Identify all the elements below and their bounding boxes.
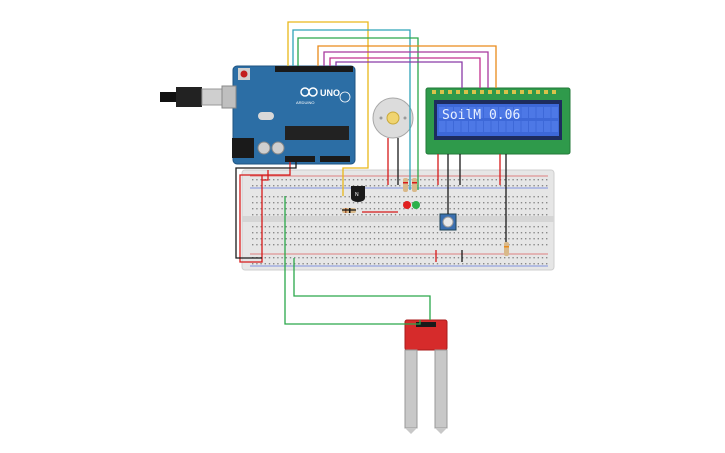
arduino-uno: UNO ARDUINO	[160, 65, 356, 165]
arduino-brand-label: ARDUINO	[296, 100, 314, 105]
potentiometer	[439, 213, 457, 231]
resistor-sensor	[504, 242, 509, 256]
arduino-model-label: UNO	[320, 88, 340, 98]
resistor-led-2	[412, 178, 417, 192]
lcd-16x2: SoilM 0.06	[425, 87, 571, 155]
wire-orange	[317, 45, 497, 88]
lcd-header-pins	[432, 90, 556, 94]
resistor-led-1	[403, 178, 408, 192]
wire-green-top	[297, 37, 419, 190]
breadboard-holes	[252, 179, 548, 265]
wire-yellow	[287, 21, 369, 196]
wire-gnd	[235, 162, 297, 259]
wire-purple-1	[323, 51, 489, 88]
breadboard	[241, 169, 555, 271]
led-red	[403, 201, 411, 209]
wire-sensor-green2	[293, 258, 431, 320]
wire-teal	[292, 29, 411, 190]
lcd-display-text: SoilM 0.06	[442, 108, 520, 123]
wires	[235, 21, 507, 325]
npn-transistor: N	[351, 186, 365, 202]
led-green	[412, 201, 420, 209]
dc-motor	[372, 97, 414, 139]
wire-purple-2	[335, 61, 463, 88]
lcd-character-cells	[439, 107, 558, 132]
soil-moisture-sensor	[404, 319, 448, 434]
svg-text:N: N	[355, 192, 359, 198]
wire-5v	[239, 162, 291, 263]
wire-red-2	[262, 170, 269, 181]
wire-magenta-1	[329, 57, 481, 88]
wire-sensor-green	[284, 196, 421, 325]
